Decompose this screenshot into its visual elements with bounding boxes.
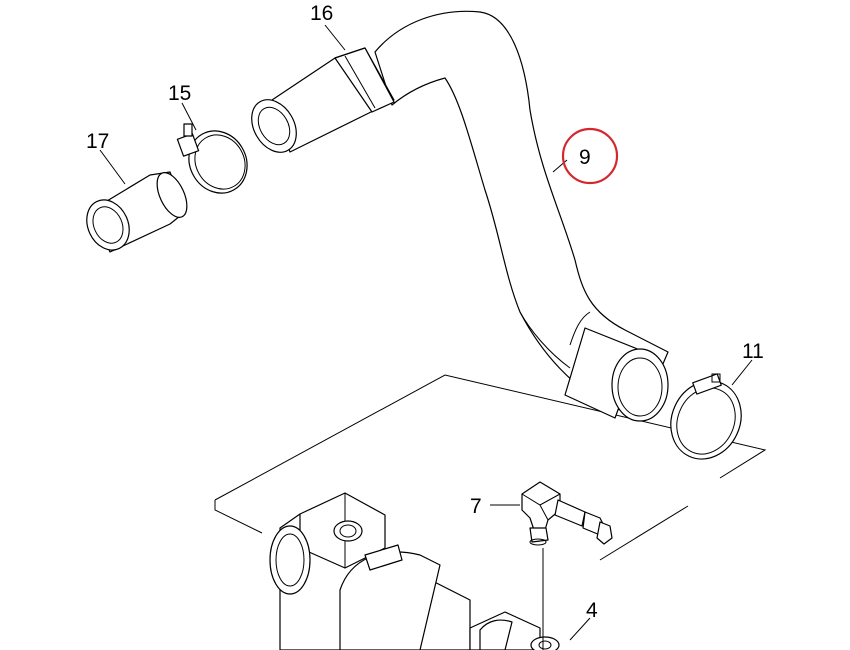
callout-7[interactable]: 7 bbox=[470, 495, 482, 518]
part-15-hose-clamp[interactable] bbox=[176, 120, 258, 203]
part-16-hose-connector[interactable] bbox=[243, 47, 395, 160]
callout-16[interactable]: 16 bbox=[310, 2, 333, 25]
callout-11[interactable]: 11 bbox=[742, 340, 764, 363]
callout-labels: 16 15 17 9 11 7 4 bbox=[86, 2, 764, 622]
leader-lines bbox=[99, 24, 753, 650]
part-9-bent-hose[interactable] bbox=[374, 10, 669, 419]
part-7-elbow-fitting[interactable] bbox=[521, 481, 613, 546]
highlight-circle bbox=[561, 127, 619, 185]
part-9-lower-cuff bbox=[564, 327, 669, 422]
part-11-hose-clamp[interactable] bbox=[658, 369, 753, 470]
callout-15[interactable]: 15 bbox=[168, 82, 191, 105]
part-17-short-pipe[interactable] bbox=[79, 168, 193, 257]
callout-4[interactable]: 4 bbox=[586, 599, 598, 622]
callout-9[interactable]: 9 bbox=[579, 146, 591, 169]
part-4-cooler-body[interactable] bbox=[269, 492, 560, 650]
callout-17[interactable]: 17 bbox=[86, 130, 109, 153]
